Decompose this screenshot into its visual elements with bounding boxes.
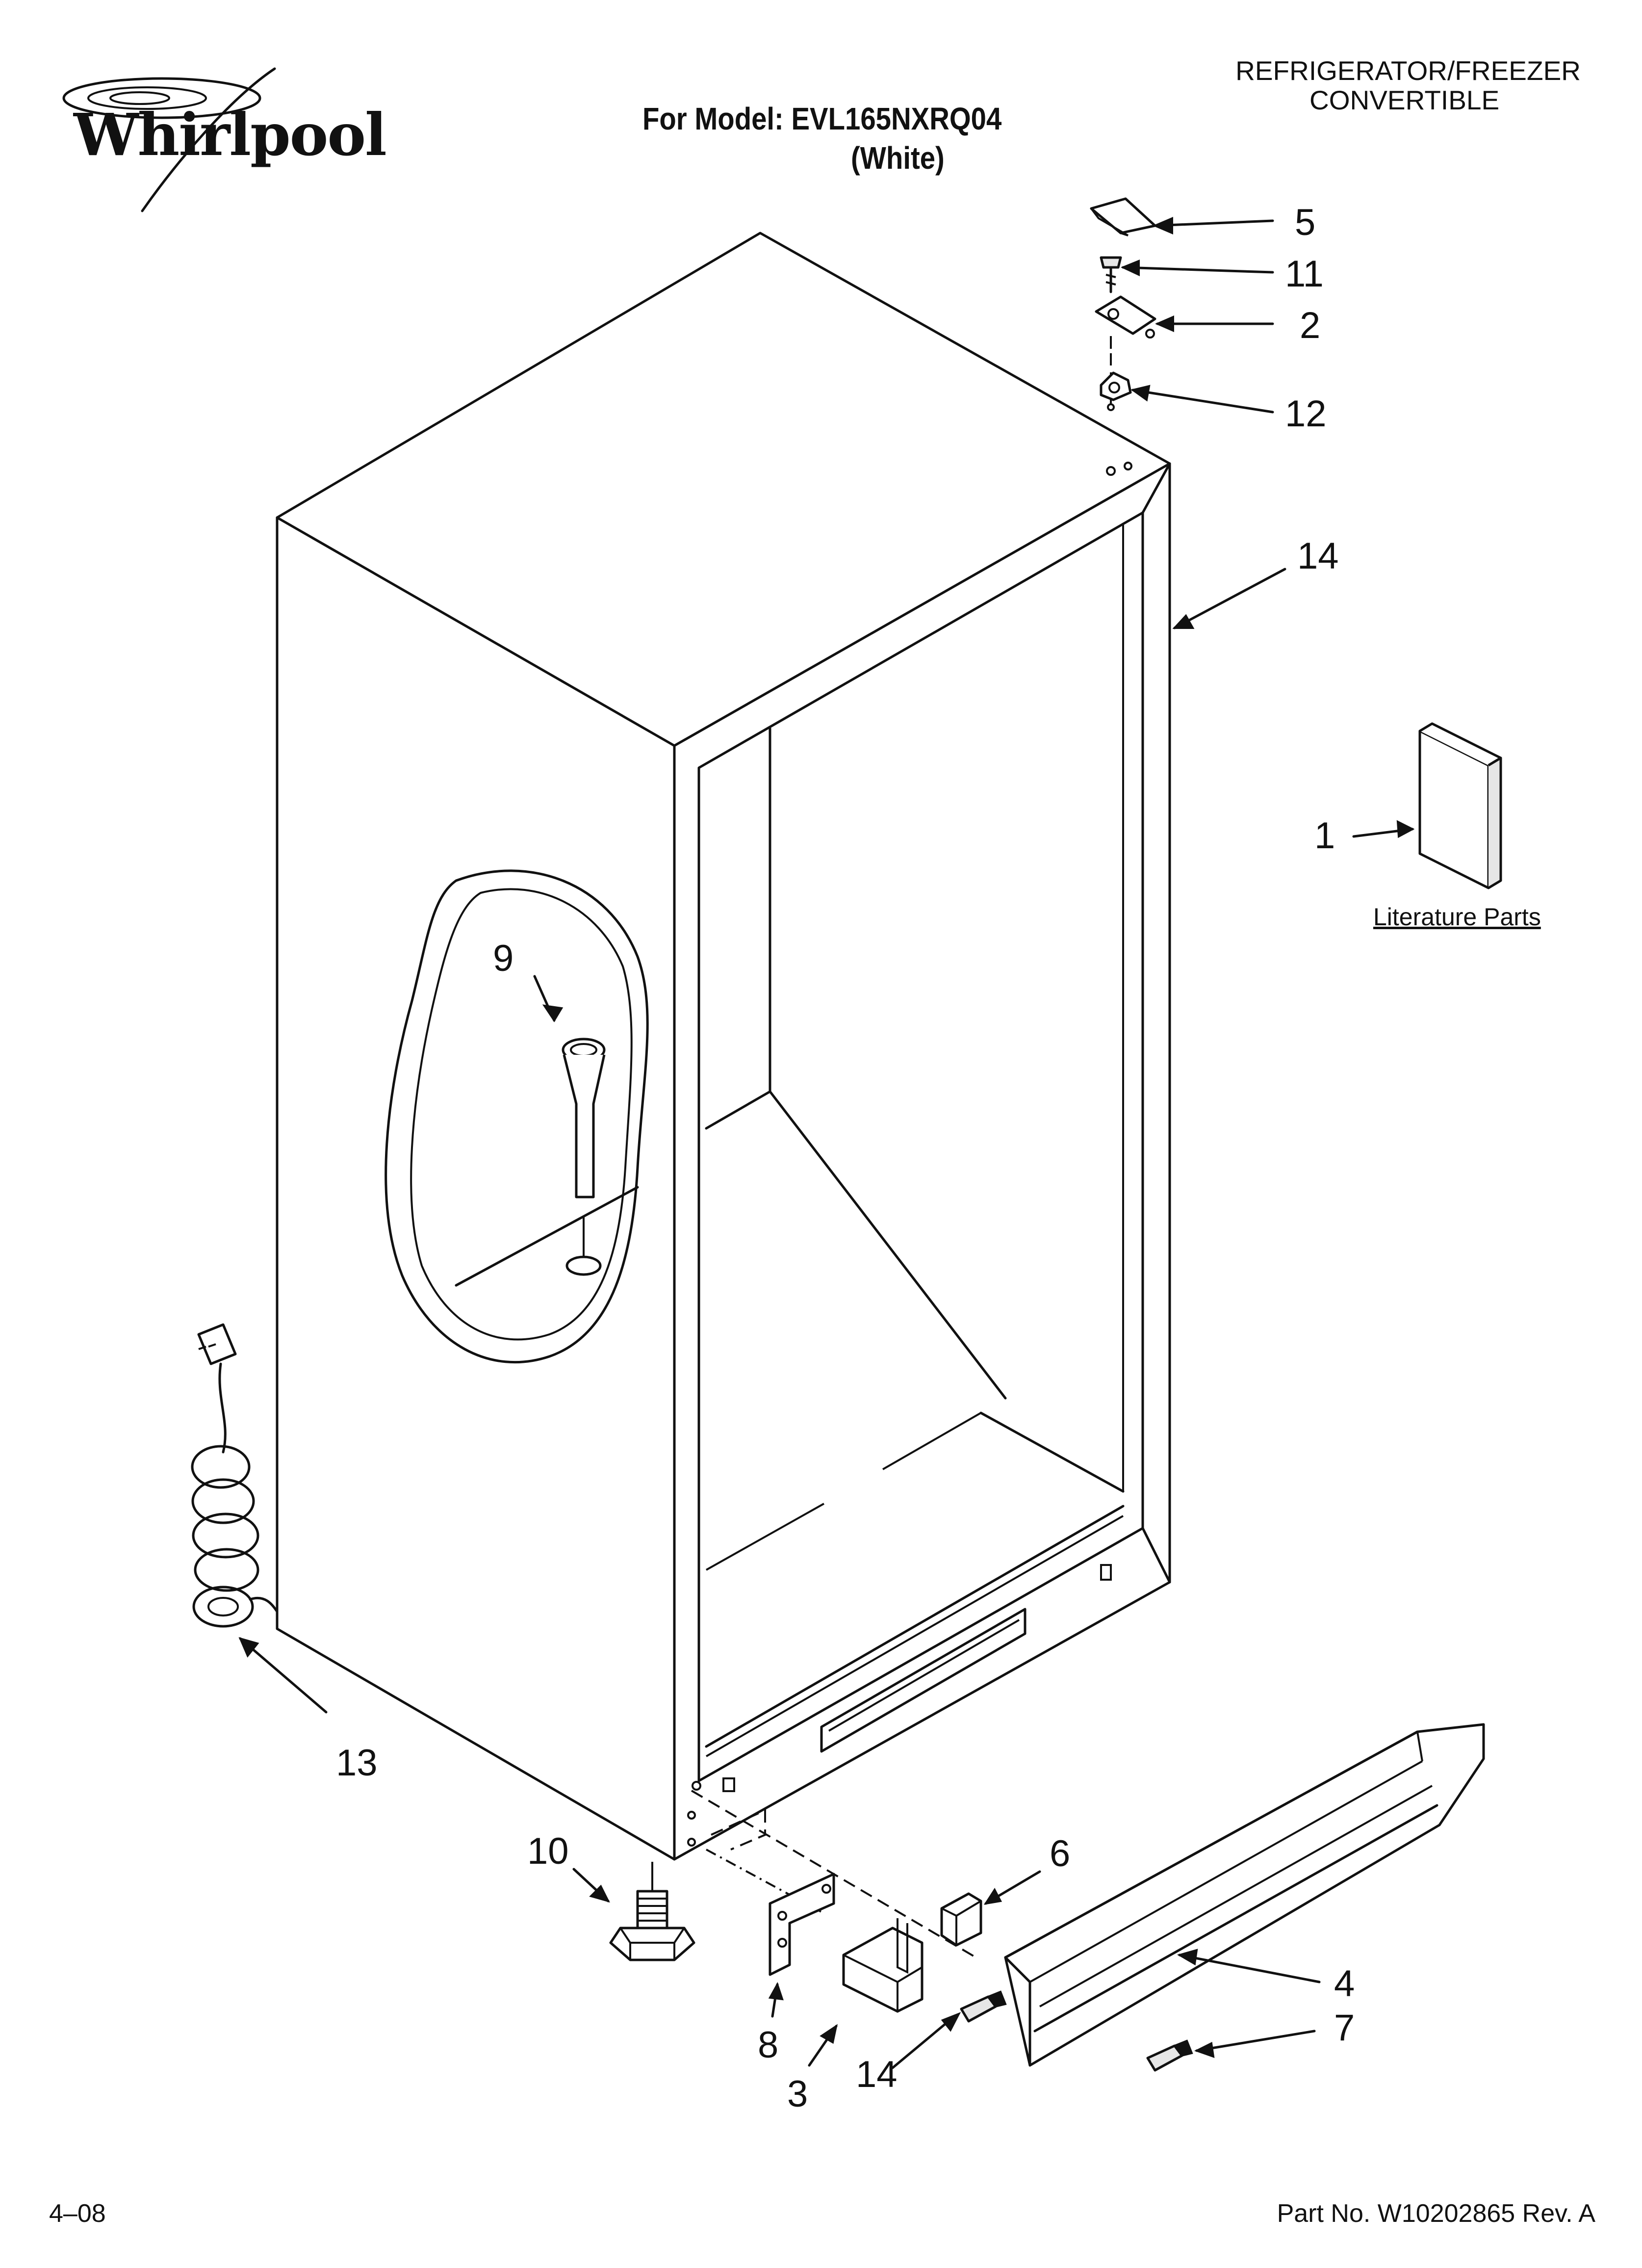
callout-3: 3 <box>787 2073 808 2115</box>
callout-14-lower: 14 <box>856 2054 898 2095</box>
callout-10: 10 <box>527 1830 569 1872</box>
side-cutaway <box>385 869 649 1364</box>
drain-tube-part <box>533 975 606 1276</box>
literature-part <box>1352 722 1502 889</box>
product-category-line2: CONVERTIBLE <box>1309 85 1500 115</box>
callout-2: 2 <box>1300 305 1321 346</box>
cabinet-body <box>276 232 1171 1861</box>
callout-5: 5 <box>1295 202 1316 243</box>
callout-14-upper: 14 <box>1297 535 1339 577</box>
callout-7: 7 <box>1334 2007 1355 2049</box>
callout-9: 9 <box>493 938 514 979</box>
callout-12: 12 <box>1285 393 1327 435</box>
part-number: Part No. W10202865 Rev. A <box>1277 2199 1595 2228</box>
callout-13: 13 <box>336 1742 378 1784</box>
callout-1: 1 <box>1314 815 1335 857</box>
callout-11: 11 <box>1285 253 1324 295</box>
top-hinge-parts <box>1090 197 1274 414</box>
callout-8: 8 <box>758 2024 779 2066</box>
power-cord-part <box>191 1323 328 1714</box>
model-color: (White) <box>851 140 945 176</box>
callout-4: 4 <box>1334 1963 1355 2005</box>
bottom-hardware-parts <box>691 1790 1316 2072</box>
model-number-heading: For Model: EVL165NXRQ04 <box>642 101 1002 136</box>
callout-14-leader-upper <box>1173 568 1286 629</box>
literature-parts-label: Literature Parts <box>1373 903 1541 931</box>
product-category-line1: REFRIGERATOR/FREEZER <box>1235 55 1581 86</box>
callout-6: 6 <box>1050 1833 1071 1875</box>
revision-date: 4–08 <box>49 2199 106 2228</box>
leveling-leg-part <box>572 1862 695 1961</box>
toe-grille-part <box>1004 1723 1485 2067</box>
whirlpool-logo-swoosh <box>62 67 276 212</box>
